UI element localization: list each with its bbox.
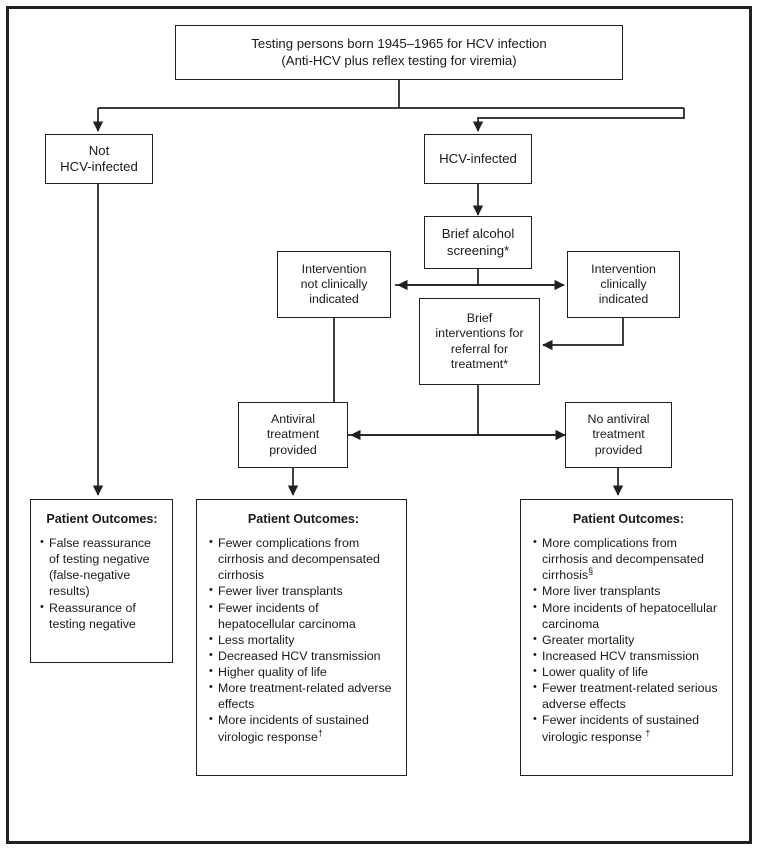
intervention-not-clinically-indicated-box[interactable]: Intervention not clinically indicated: [277, 251, 391, 318]
brief-int-line-4: treatment*: [450, 356, 509, 371]
indicated-line-2: clinically: [600, 276, 647, 291]
patient-outcomes-untreated-box[interactable]: Patient Outcomes: More complications fro…: [520, 499, 733, 776]
hcv-infected-box[interactable]: HCV-infected: [424, 134, 532, 184]
not-infected-line-1: Not: [88, 142, 110, 158]
brief-int-line-3: referral for: [450, 341, 509, 356]
outcome-treated-heading: Patient Outcomes:: [247, 512, 360, 526]
not-hcv-infected-box[interactable]: Not HCV-infected: [45, 134, 153, 184]
no-antiviral-line-1: No antiviral: [587, 412, 650, 427]
brief-int-line-1: Brief: [466, 311, 493, 326]
list-item: Fewer liver transplants: [209, 583, 398, 599]
list-item: Greater mortality: [533, 632, 724, 648]
list-item: More incidents of hepatocellular carcino…: [533, 600, 724, 632]
outcome-negative-list: False reassurance of testing negative (f…: [40, 535, 164, 632]
indicated-line-3: indicated: [598, 292, 649, 307]
list-item: Fewer incidents of sustained virologic r…: [533, 712, 724, 744]
indicated-line-1: Intervention: [591, 261, 656, 276]
testing-line-2: (Anti-HCV plus reflex testing for viremi…: [281, 52, 517, 68]
no-antiviral-line-3: provided: [594, 442, 643, 457]
list-item: Higher quality of life: [209, 664, 398, 680]
edge-indicated-to-brief-interventions: [542, 318, 624, 351]
list-item: Fewer incidents of hepatocellular carcin…: [209, 600, 398, 632]
testing-persons-box[interactable]: Testing persons born 1945–1965 for HCV i…: [175, 25, 623, 80]
list-item: Reassurance of testing negative: [40, 600, 164, 632]
screening-line-1: Brief alcohol: [441, 226, 515, 242]
antiviral-line-2: treatment: [266, 427, 320, 442]
list-item: More treatment-related adverse effects: [209, 680, 398, 712]
patient-outcomes-negative-box[interactable]: Patient Outcomes: False reassurance of t…: [30, 499, 173, 663]
edge-split-to-infected: [472, 108, 685, 132]
list-item: Increased HCV transmission: [533, 648, 724, 664]
antiviral-treatment-provided-box[interactable]: Antiviral treatment provided: [238, 402, 348, 468]
not-indicated-line-2: not clinically: [300, 276, 368, 291]
outcome-negative-heading: Patient Outcomes:: [46, 512, 158, 526]
list-item: More liver transplants: [533, 583, 724, 599]
list-item: Fewer complications from cirrhosis and d…: [209, 535, 398, 583]
not-infected-line-2: HCV-infected: [60, 159, 138, 174]
brief-int-line-2: interventions for: [435, 326, 524, 341]
antiviral-line-3: provided: [269, 442, 317, 457]
no-antiviral-line-2: treatment: [592, 427, 645, 442]
not-indicated-line-3: indicated: [309, 292, 359, 307]
not-indicated-line-1: Intervention: [301, 261, 367, 276]
outcome-treated-list: Fewer complications from cirrhosis and d…: [209, 535, 398, 745]
screening-line-2: screening*: [446, 242, 510, 258]
infected-line-1: HCV-infected: [439, 150, 517, 166]
antiviral-line-1: Antiviral: [270, 412, 316, 427]
no-antiviral-treatment-provided-box[interactable]: No antiviral treatment provided: [565, 402, 672, 468]
testing-line-1: Testing persons born 1945–1965 for HCV i…: [251, 36, 547, 52]
brief-alcohol-screening-box[interactable]: Brief alcohol screening*: [424, 216, 532, 269]
list-item: More incidents of sustained virologic re…: [209, 712, 398, 744]
outcome-untreated-list: More complications from cirrhosis and de…: [533, 535, 724, 745]
intervention-clinically-indicated-box[interactable]: Intervention clinically indicated: [567, 251, 680, 318]
outcome-untreated-heading: Patient Outcomes:: [572, 512, 685, 526]
patient-outcomes-treated-box[interactable]: Patient Outcomes: Fewer complications fr…: [196, 499, 407, 776]
list-item: Decreased HCV transmission: [209, 648, 398, 664]
brief-interventions-referral-box[interactable]: Brief interventions for referral for tre…: [419, 298, 540, 385]
list-item: Lower quality of life: [533, 664, 724, 680]
list-item: Fewer treatment-related serious adverse …: [533, 680, 724, 712]
list-item: More complications from cirrhosis and de…: [533, 535, 724, 583]
list-item: False reassurance of testing negative (f…: [40, 535, 164, 600]
list-item: Less mortality: [209, 632, 398, 648]
